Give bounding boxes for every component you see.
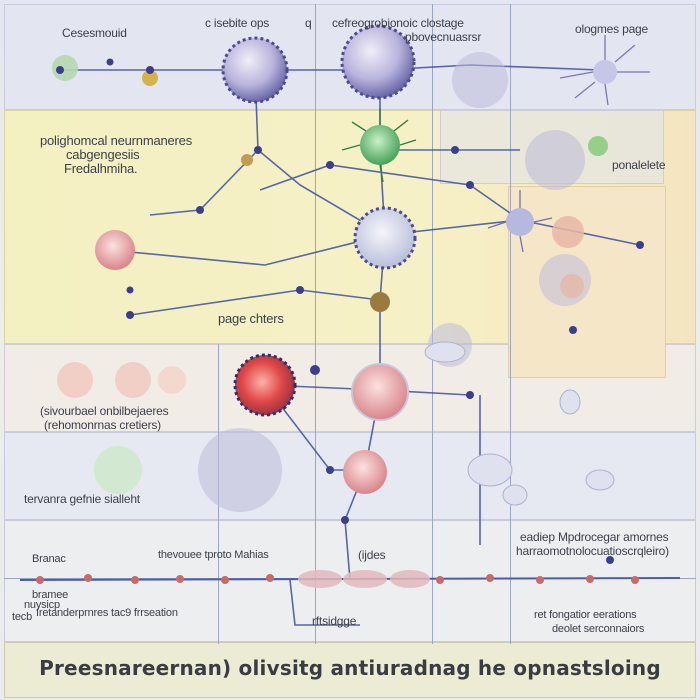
label-bottom-right-2: deolet serconnaiors — [552, 623, 645, 635]
node-green — [341, 108, 417, 183]
band-caption — [4, 642, 696, 698]
label-top-left: Cesesmouid — [62, 26, 127, 40]
label-row5-right-1: eadiep Mpdrocegar amornes — [520, 530, 669, 544]
node-pink-2 — [343, 450, 387, 494]
node-green-soft — [52, 55, 608, 494]
node-star-mid — [487, 190, 553, 253]
label-mid-right: ponalelete — [612, 158, 666, 172]
label-row5-left-b: bramee — [32, 589, 69, 601]
divider-v1 — [315, 4, 316, 644]
label-row5-center-a: thevouee tproto Mahias — [158, 549, 269, 561]
node-white-blobs — [424, 341, 615, 506]
node-red — [233, 353, 297, 417]
caption: Preesnareernan) olivsitg antiuradnag he … — [39, 656, 661, 680]
divider-v2 — [432, 4, 433, 644]
node-star-right — [559, 35, 650, 106]
divider-v3 — [510, 4, 511, 644]
label-row5-center-b: (ijdes — [358, 548, 386, 562]
label-bottom-left-c: Iretanderprnres tac9 frrseation — [36, 607, 178, 619]
label-top-center-d: pbovecnuasrsr — [405, 30, 482, 44]
label-row4-left: tervanra gefnie sialleht — [24, 492, 140, 506]
label-mid-left-3: Fredalhmiha. — [64, 161, 138, 176]
label-bottom-right-1: ret fongatior eerations — [534, 609, 637, 621]
node-small-peach — [552, 216, 584, 298]
node-pink-1 — [351, 363, 409, 421]
label-row3-left-2: (rehomonrnas cretiers) — [44, 418, 161, 432]
node-pink-chain — [57, 362, 186, 398]
label-row3-left-1: (sivourbael onbilbejaeres — [40, 404, 169, 418]
node-dots — [56, 58, 644, 564]
node-purple-2 — [340, 24, 416, 100]
node-purple-1 — [221, 36, 289, 104]
node-pink-3 — [95, 230, 135, 270]
panel-peach — [508, 186, 666, 378]
label-bottom-left-b: tecb — [12, 611, 32, 623]
label-mid-left-2: cabgengesiis — [66, 147, 140, 162]
node-brown — [142, 70, 390, 312]
label-top-center-b: q — [305, 16, 312, 30]
label-row5-right-2: harraomotnolocuatioscrqleiro) — [516, 544, 669, 558]
label-top-center-c: cefreogrobionoic clostage — [332, 16, 464, 30]
label-bottom-left-a: nuysicp — [24, 599, 60, 611]
node-purple-3 — [353, 206, 417, 270]
label-mid-left-1: polighomcal neurnmaneres — [40, 133, 193, 148]
label-top-right: ologmes page — [575, 22, 648, 36]
label-bottom-center: rftsidgge — [312, 614, 357, 628]
label-top-center-a: c isebite ops — [205, 16, 270, 30]
label-mid-center: page chters — [218, 311, 284, 326]
bottom-chain — [19, 570, 681, 588]
label-row5-left-a: Branac — [32, 553, 66, 565]
